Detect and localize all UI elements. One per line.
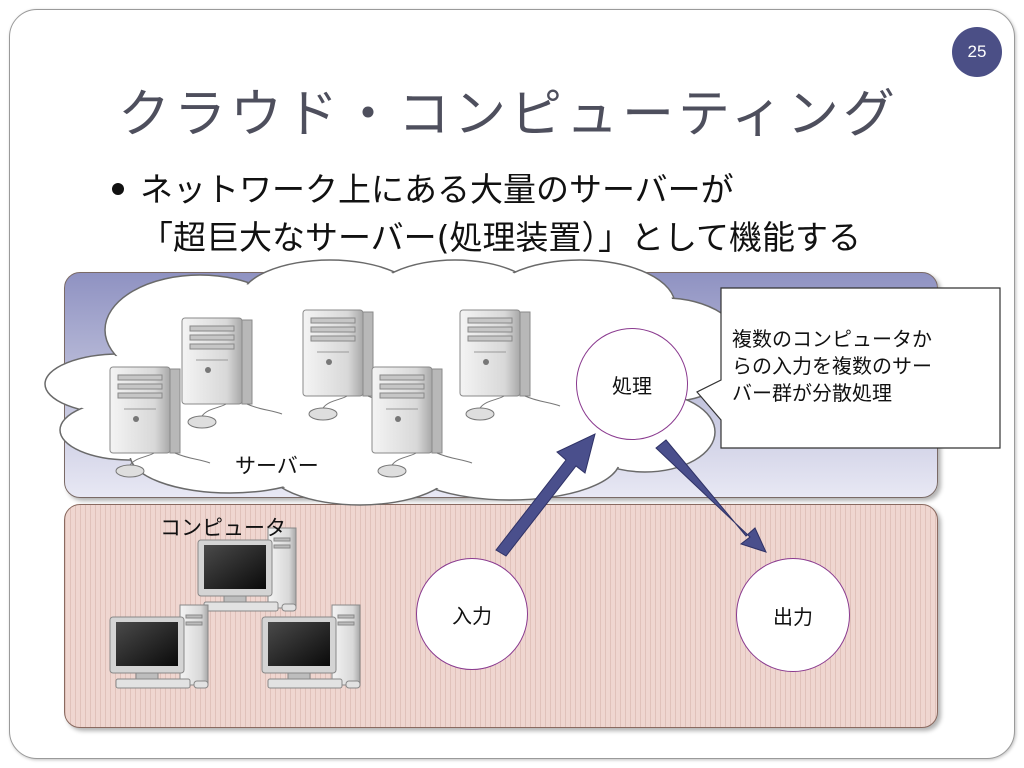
callout-text: 複数のコンピュータか らの入力を複数のサー バー群が分散処理 [732,326,994,407]
callout-line: 複数のコンピュータか [732,327,932,351]
computer-icon [109,604,209,689]
bullet-line-2: 「超巨大なサーバー(処理装置）」として機能する [140,218,862,257]
callout-box [696,287,1001,449]
process-node: 処理 [576,328,688,440]
computer-icon [261,604,361,689]
output-node: 出力 [736,558,850,672]
callout-line: バー群が分散処理 [732,381,892,405]
slide-title: クラウド・コンピューティング [118,85,899,145]
bullet-line-1: ネットワーク上にある大量のサーバーが [140,170,734,209]
input-arrow-icon [495,433,596,557]
server-label: サーバー [235,454,319,478]
callout-line: らの入力を複数のサー [732,354,932,378]
page-number-badge: 25 [952,27,1002,77]
input-node: 入力 [416,558,528,670]
computer-label: コンピュータ [160,516,286,540]
bullet-text: ネットワーク上にある大量のサーバーが 「超巨大なサーバー(処理装置）」として機能… [140,166,960,262]
output-arrow-icon [655,439,767,553]
bullet-dot-icon [112,183,124,195]
